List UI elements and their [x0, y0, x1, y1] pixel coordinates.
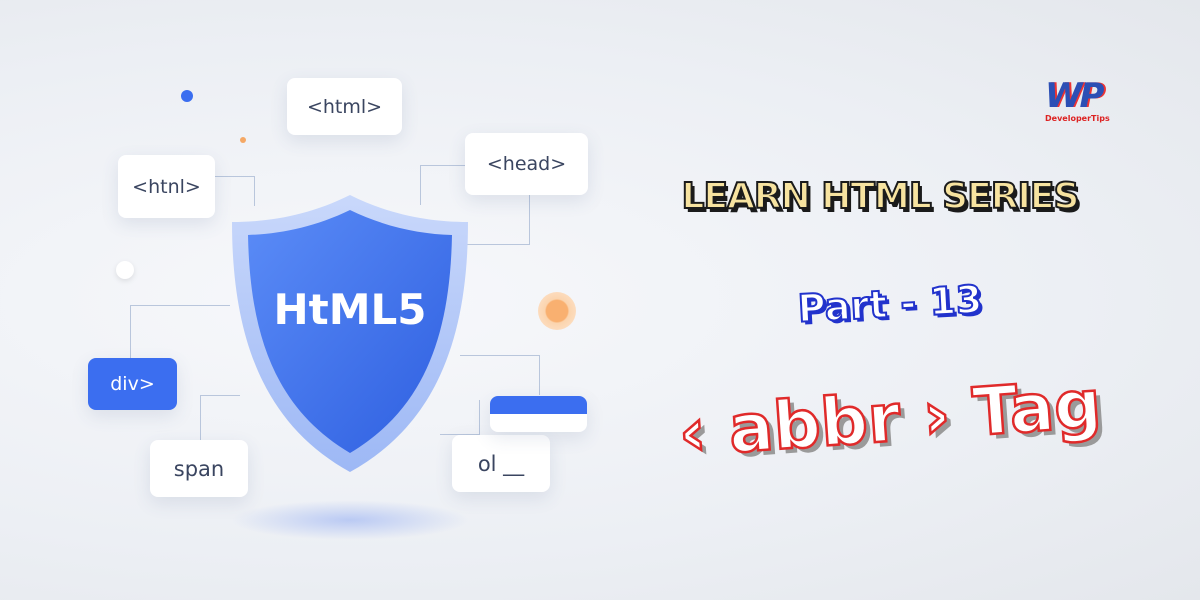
bar-widget — [490, 396, 587, 432]
connector — [440, 400, 480, 435]
blue-dot — [181, 90, 193, 102]
tag-card-html-left: <htnl> — [118, 155, 215, 218]
orange-dot — [240, 137, 246, 143]
white-dot — [116, 261, 134, 279]
orange-circle — [538, 292, 576, 330]
part-number: Part - 13 — [796, 276, 985, 332]
series-title: LEARN HTML SERIES — [681, 175, 1081, 218]
tag-label: <htnl> — [132, 175, 201, 198]
tag-card-html: <html> — [287, 78, 402, 135]
logo-mark: WP — [1045, 76, 1104, 116]
tag-label: div> — [110, 373, 155, 395]
shield-icon — [232, 195, 468, 472]
connector — [460, 355, 540, 395]
tag-card-div: div> — [88, 358, 177, 410]
tag-label: <head> — [486, 153, 567, 175]
shield-glow — [230, 500, 470, 540]
wp-logo: WP DeveloperTips — [1045, 78, 1125, 128]
topic-title: ‹ abbr › Tag — [675, 364, 1105, 473]
tag-card-span: span — [150, 440, 248, 497]
connector — [465, 195, 530, 245]
connector — [215, 176, 255, 206]
shield-label: HtML5 — [273, 285, 427, 334]
tag-card-ol: ol __ — [452, 435, 550, 492]
tag-card-head: <head> — [465, 133, 588, 195]
tag-label: ol __ — [477, 451, 525, 476]
connector — [130, 305, 230, 360]
tag-label: span — [173, 456, 225, 481]
tag-label: <html> — [306, 95, 383, 118]
logo-subtitle: DeveloperTips — [1045, 114, 1110, 123]
connector — [200, 395, 240, 440]
connector — [420, 165, 465, 205]
